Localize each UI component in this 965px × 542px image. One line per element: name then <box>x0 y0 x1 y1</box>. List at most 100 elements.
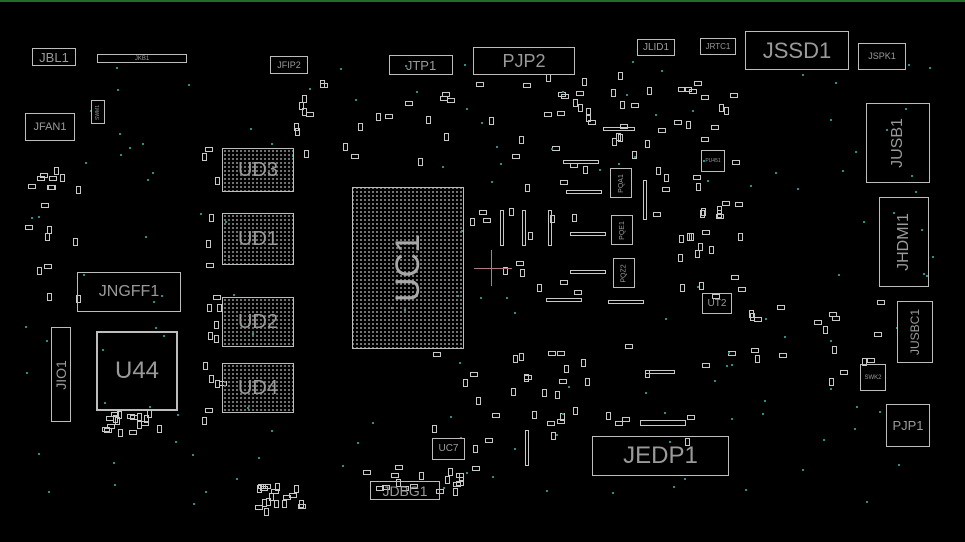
passive-component <box>610 89 616 98</box>
passive-component <box>711 294 720 300</box>
passive-component <box>560 94 569 100</box>
passive-component <box>117 429 123 437</box>
passive-component <box>732 159 741 165</box>
via <box>750 185 753 188</box>
passive-component <box>319 80 325 89</box>
passive-component <box>510 388 516 397</box>
via <box>458 361 461 364</box>
passive-component <box>137 412 143 421</box>
component-label: PJP1 <box>892 418 924 433</box>
component-uc7[interactable]: UC7 <box>432 438 465 460</box>
via <box>668 441 671 444</box>
component-uc1[interactable]: UC1 <box>352 187 464 349</box>
component-jdbg1[interactable]: JDBG1 <box>370 481 440 500</box>
component-jfip2[interactable]: JFIP2 <box>270 56 308 74</box>
passive-component <box>866 357 875 363</box>
component-ud2[interactable]: UD2 <box>222 297 294 347</box>
component-ud3[interactable]: UD3 <box>222 148 294 192</box>
passive-component <box>581 359 587 368</box>
component-pqz2[interactable]: PQZ2 <box>613 258 635 288</box>
component-label: JLID1 <box>642 41 670 53</box>
component-pqa1[interactable]: PQA1 <box>610 168 632 198</box>
passive-component <box>832 346 838 355</box>
passive-component <box>513 354 519 363</box>
passive-component <box>500 210 504 246</box>
via <box>114 483 117 486</box>
passive-component <box>418 472 424 481</box>
component-jusb1[interactable]: JUSB1 <box>866 103 930 183</box>
passive-component <box>298 500 304 509</box>
passive-component <box>585 107 591 116</box>
component-jspk1[interactable]: JSPK1 <box>858 43 906 70</box>
component-swk2[interactable]: SWK2 <box>860 364 886 391</box>
passive-component <box>28 183 37 189</box>
via <box>631 61 634 64</box>
passive-component <box>75 185 81 194</box>
passive-component <box>502 267 508 276</box>
via <box>879 411 882 414</box>
component-jfan1[interactable]: JFAN1 <box>25 113 75 141</box>
component-pu451[interactable]: PU451 <box>701 150 725 172</box>
component-jngff1[interactable]: JNGFF1 <box>77 272 181 312</box>
passive-component <box>288 492 297 498</box>
component-swm1[interactable]: SWM1 <box>91 100 105 124</box>
component-ud1[interactable]: UD1 <box>222 213 294 265</box>
passive-component <box>779 353 788 359</box>
via <box>784 336 787 339</box>
passive-component <box>49 176 58 182</box>
component-jkb1[interactable]: JKB1 <box>97 54 187 63</box>
via <box>885 129 888 132</box>
component-ud4[interactable]: UD4 <box>222 363 294 413</box>
component-ut2[interactable]: UT2 <box>702 293 732 314</box>
component-jrtc1[interactable]: JRTC1 <box>700 38 736 55</box>
passive-component <box>619 123 628 129</box>
via <box>405 65 408 68</box>
passive-component <box>303 150 309 159</box>
via <box>663 411 666 414</box>
via <box>611 492 614 494</box>
component-pqe1[interactable]: PQE1 <box>611 215 633 245</box>
via <box>148 405 151 408</box>
component-jedp1[interactable]: JEDP1 <box>592 436 729 476</box>
passive-component <box>694 80 703 86</box>
passive-component <box>700 94 709 100</box>
passive-component <box>549 214 555 223</box>
component-jssd1[interactable]: JSSD1 <box>745 31 849 70</box>
passive-component <box>488 117 494 126</box>
component-jusbc1[interactable]: JUSBC1 <box>897 301 933 363</box>
via <box>726 365 729 368</box>
component-u44[interactable]: U44 <box>96 331 178 411</box>
component-label: JBL1 <box>39 49 69 65</box>
component-jio1[interactable]: JIO1 <box>51 327 71 422</box>
via <box>731 417 734 420</box>
passive-component <box>39 173 48 179</box>
passive-component <box>873 332 882 338</box>
component-jlid1[interactable]: JLID1 <box>637 39 675 56</box>
component-pjp2[interactable]: PJP2 <box>473 47 575 75</box>
component-jbl1[interactable]: JBL1 <box>32 48 76 66</box>
passive-component <box>877 300 886 306</box>
via <box>153 300 156 303</box>
via <box>801 74 804 77</box>
via <box>856 406 859 409</box>
passive-component <box>208 374 214 383</box>
component-jtp1[interactable]: JTP1 <box>389 55 453 75</box>
via <box>188 83 191 86</box>
component-label: JFIP2 <box>277 59 301 70</box>
component-pjp1[interactable]: PJP1 <box>886 404 930 447</box>
cursor-crosshair-vertical <box>491 250 492 286</box>
passive-component <box>541 388 547 397</box>
passive-component <box>695 183 701 192</box>
component-jhdmi1[interactable]: JHDMI1 <box>879 197 929 287</box>
passive-component <box>688 232 694 241</box>
via <box>862 220 865 223</box>
via <box>714 380 717 383</box>
passive-component <box>53 167 59 176</box>
via <box>853 428 856 431</box>
passive-component <box>436 489 445 495</box>
passive-component <box>575 90 584 96</box>
via <box>271 430 274 433</box>
via <box>920 228 923 231</box>
passive-component <box>822 326 828 335</box>
